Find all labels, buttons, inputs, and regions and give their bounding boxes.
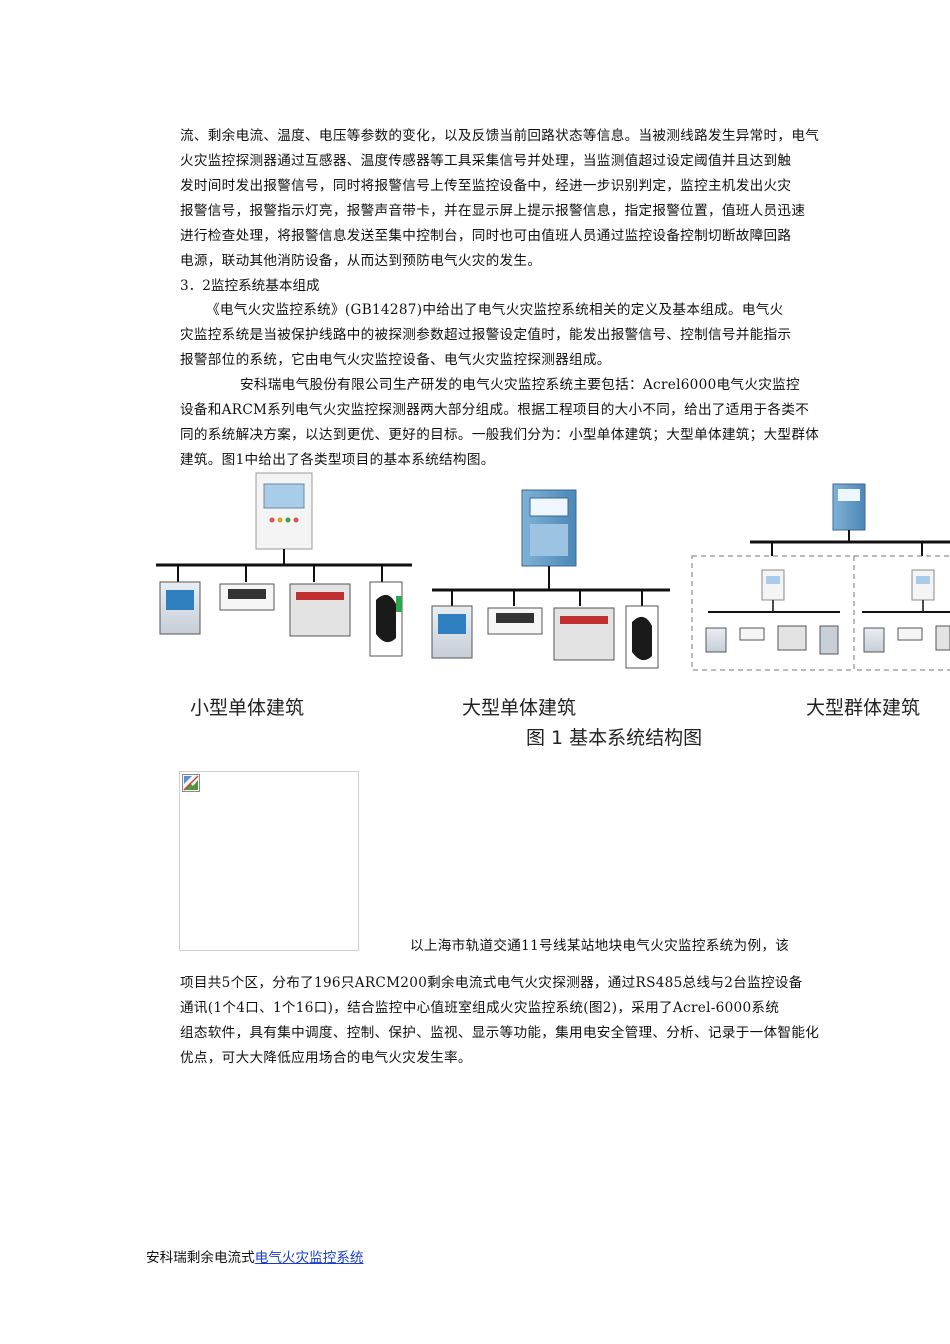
small-building-diagram (156, 472, 412, 657)
paragraph-example-project: 项目共5个区，分布了196只ARCM200剩余电流式电气火灾探测器，通过RS48… (180, 971, 820, 1071)
figure-system-structure: 小型单体建筑 大型单体建筑 大型群体建筑 图 1 基本系统结构图 (150, 470, 950, 760)
text-line: 《电气火灾监控系统》(GB14287)中给出了电气火灾监控系统相关的定义及基本组… (206, 302, 784, 318)
label-large-building: 大型单体建筑 (462, 697, 576, 719)
text-line: 建筑。图1中给出了各类型项目的基本系统结构图。 (180, 452, 495, 468)
text-line: 电源，联动其他消防设备，从而达到预防电气火灾的发生。 (180, 253, 542, 269)
footer: 安科瑞剩余电流式电气火灾监控系统 (146, 1248, 364, 1268)
text-line: 同的系统解决方案，以达到更优、更好的目标。一般我们分为：小型单体建筑；大型单体建… (180, 427, 820, 443)
text-line: 安科瑞电气股份有限公司生产研发的电气火灾监控系统主要包括：Acrel6000电气… (240, 377, 800, 393)
broken-image-icon (182, 774, 200, 792)
text-line: 发时间时发出报警信号，同时将报警信号上传至监控设备中，经进一步识别判定，监控主机… (180, 178, 792, 194)
section-heading: 3．2监控系统基本组成 (180, 278, 320, 294)
text-line: 报警信号，报警指示灯亮，报警声音带卡，并在显示屏上提示报警信息，指定报警位置，值… (180, 203, 806, 219)
paragraph-monitoring-process: 流、剩余电流、温度、电压等参数的变化，以及反馈当前回路状态等信息。当被测线路发生… (180, 124, 820, 274)
figure-caption: 图 1 基本系统结构图 (526, 727, 702, 749)
paragraph-standard-definition: 《电气火灾监控系统》(GB14287)中给出了电气火灾监控系统相关的定义及基本组… (180, 298, 806, 373)
label-group-building: 大型群体建筑 (806, 697, 920, 719)
text-line: 通讯(1个4口、1个16口)，结合监控中心值班室组成火灾监控系统(图2)，采用了… (180, 1000, 780, 1016)
text-line: 项目共5个区，分布了196只ARCM200剩余电流式电气火灾探测器，通过RS48… (180, 975, 803, 991)
text-line: 优点，可大大降低应用场合的电气火灾发生率。 (180, 1050, 472, 1066)
label-small-building: 小型单体建筑 (190, 697, 304, 719)
group-building-diagram (691, 483, 950, 671)
footer-link[interactable]: 电气火灾监控系统 (254, 1250, 364, 1266)
text-line: 报警部位的系统，它由电气火灾监控设备、电气火灾监控探测器组成。 (180, 352, 611, 368)
text-line: 组态软件，具有集中调度、控制、保护、监视、显示等功能，集用电安全管理、分析、记录… (180, 1025, 820, 1041)
paragraph-example-first-line: 以上海市轨道交通11号线某站地块电气火灾监控系统为例，该 (410, 938, 790, 954)
paragraph-acrel-system: 安科瑞电气股份有限公司生产研发的电气火灾监控系统主要包括：Acrel6000电气… (180, 373, 820, 473)
figure-2-image-placeholder (179, 771, 359, 951)
text-line: 火灾监控探测器通过互感器、温度传感器等工具采集信号并处理，当监测值超过设定阈值并… (180, 153, 792, 169)
text-line: 灾监控系统是当被保护线路中的被探测参数超过报警设定值时，能发出报警信号、控制信号… (180, 327, 792, 343)
large-building-diagram (431, 489, 670, 669)
footer-prefix: 安科瑞剩余电流式 (146, 1250, 255, 1266)
text-line: 进行检查处理，将报警信息发送至集中控制台，同时也可由值班人员通过监控设备控制切断… (180, 228, 792, 244)
text-line: 流、剩余电流、温度、电压等参数的变化，以及反馈当前回路状态等信息。当被测线路发生… (180, 128, 820, 144)
text-line: 设备和ARCM系列电气火灾监控探测器两大部分组成。根据工程项目的大小不同，给出了… (180, 402, 810, 418)
